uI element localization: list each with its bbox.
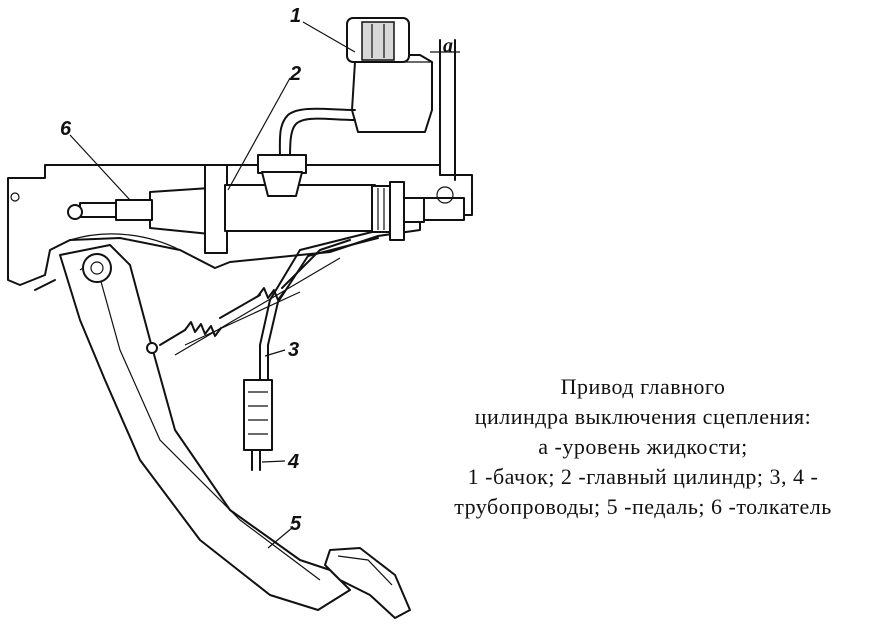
caption-line-1: Привод главного: [560, 374, 726, 399]
pipeline: [243, 231, 379, 471]
leader-lines: [69, 21, 356, 549]
caption-line-2: цилиндра выключения сцепления:: [474, 404, 812, 429]
callout-5: 5: [290, 513, 302, 535]
feed-hose: [257, 107, 356, 174]
pushrod: [67, 199, 153, 221]
figure-caption: Привод главного цилиндра выключения сцеп…: [418, 372, 868, 522]
clutch-pedal: [34, 244, 411, 619]
caption-line-5: трубопроводы; 5 -педаль; 6 -толкатель: [454, 494, 832, 519]
callout-6: 6: [60, 118, 72, 140]
caption-line-4: 1 -бачок; 2 -главный цилиндр; 3, 4 -: [467, 464, 819, 489]
callout-3: 3: [288, 339, 299, 361]
callout-1: 1: [290, 5, 301, 27]
fluid-reservoir: [346, 17, 460, 133]
caption-line-3: а -уровень жидкости;: [538, 434, 748, 459]
callout-a: a: [443, 35, 453, 57]
callout-2: 2: [289, 63, 301, 85]
rear-fitting: [423, 186, 465, 221]
callout-4: 4: [287, 451, 299, 473]
